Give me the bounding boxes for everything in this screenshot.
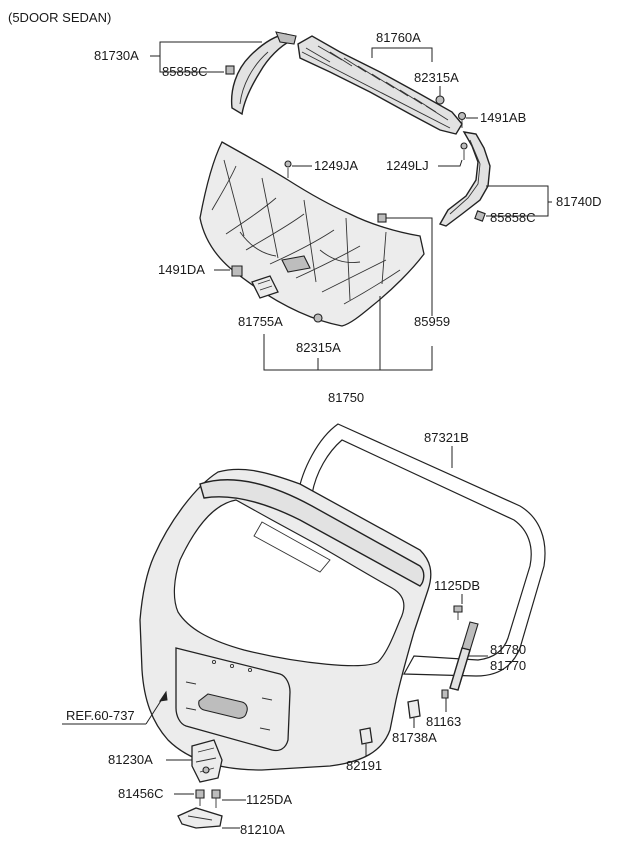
bumper-82191: [359, 727, 373, 745]
label-85959: 85959: [414, 314, 450, 329]
clip-1491da: [231, 265, 243, 277]
leader-85858c-right: [486, 202, 549, 217]
label-1249ja: 1249JA: [314, 158, 358, 173]
label-1125da: 1125DA: [246, 792, 292, 807]
upper-trim: [297, 35, 463, 135]
bolt-1249ja: [284, 160, 292, 178]
weatherstrip: [297, 423, 546, 677]
bumper-81738a: [407, 699, 421, 719]
leader-81740d: [486, 185, 552, 203]
label-81456c: 81456C: [118, 786, 164, 801]
label-85858c-left: 85858C: [162, 64, 208, 79]
label-82315a-top: 82315A: [414, 70, 459, 85]
bolt-1249lj: [460, 142, 468, 160]
variant-label: (5DOOR SEDAN): [8, 10, 111, 25]
label-81163: 81163: [426, 714, 461, 729]
label-85858c-right: 85858C: [490, 210, 536, 225]
label-1491ab: 1491AB: [480, 110, 526, 125]
bolt-1125db: [453, 605, 463, 620]
label-81230a: 81230A: [108, 752, 153, 767]
label-81760a: 81760A: [376, 30, 421, 45]
clip-82315a-mid: [313, 313, 323, 323]
leader-81750: [263, 296, 433, 371]
label-82191: 82191: [346, 758, 382, 773]
label-81210a: 81210A: [240, 822, 285, 837]
label-81740d: 81740D: [556, 194, 602, 209]
clip-85858c-right: [474, 210, 486, 222]
leader-81730a: [150, 41, 262, 57]
label-81738a: 81738A: [392, 730, 437, 745]
label-81770: 81770: [490, 658, 526, 673]
label-81780: 81780: [490, 642, 526, 657]
latch-81230a: [191, 739, 223, 783]
bumper-81163: [441, 689, 449, 699]
handle-81755a: [251, 275, 279, 299]
bolt-1125da: [211, 789, 221, 808]
leader-85959: [386, 217, 433, 316]
label-87321b: 87321B: [424, 430, 469, 445]
screw-1491ab: [457, 111, 467, 128]
tailgate-panel: [139, 468, 432, 771]
label-1249lj: 1249LJ: [386, 158, 429, 173]
clip-85858c-left: [225, 65, 235, 75]
right-side-trim: [438, 131, 491, 227]
label-82315a-mid: 82315A: [296, 340, 341, 355]
bolt-81456c: [195, 789, 205, 806]
label-81755a: 81755A: [238, 314, 283, 329]
label-81730a: 81730A: [94, 48, 139, 63]
clip-82315a-top: [435, 95, 445, 105]
leader-85858c-left: [159, 56, 224, 73]
leader-1249lj: [438, 159, 463, 167]
label-1125db: 1125DB: [434, 578, 480, 593]
left-pillar-trim: [230, 31, 297, 116]
clip-85959: [377, 213, 387, 223]
label-81750: 81750: [328, 390, 364, 405]
striker-81210a: [177, 807, 223, 829]
label-1491da: 1491DA: [158, 262, 205, 277]
leader-81760a: [371, 47, 433, 62]
ref-arrow-head: [158, 690, 168, 702]
ref-60-737-label: REF.60-737: [66, 708, 135, 723]
gas-strut: [449, 621, 479, 691]
